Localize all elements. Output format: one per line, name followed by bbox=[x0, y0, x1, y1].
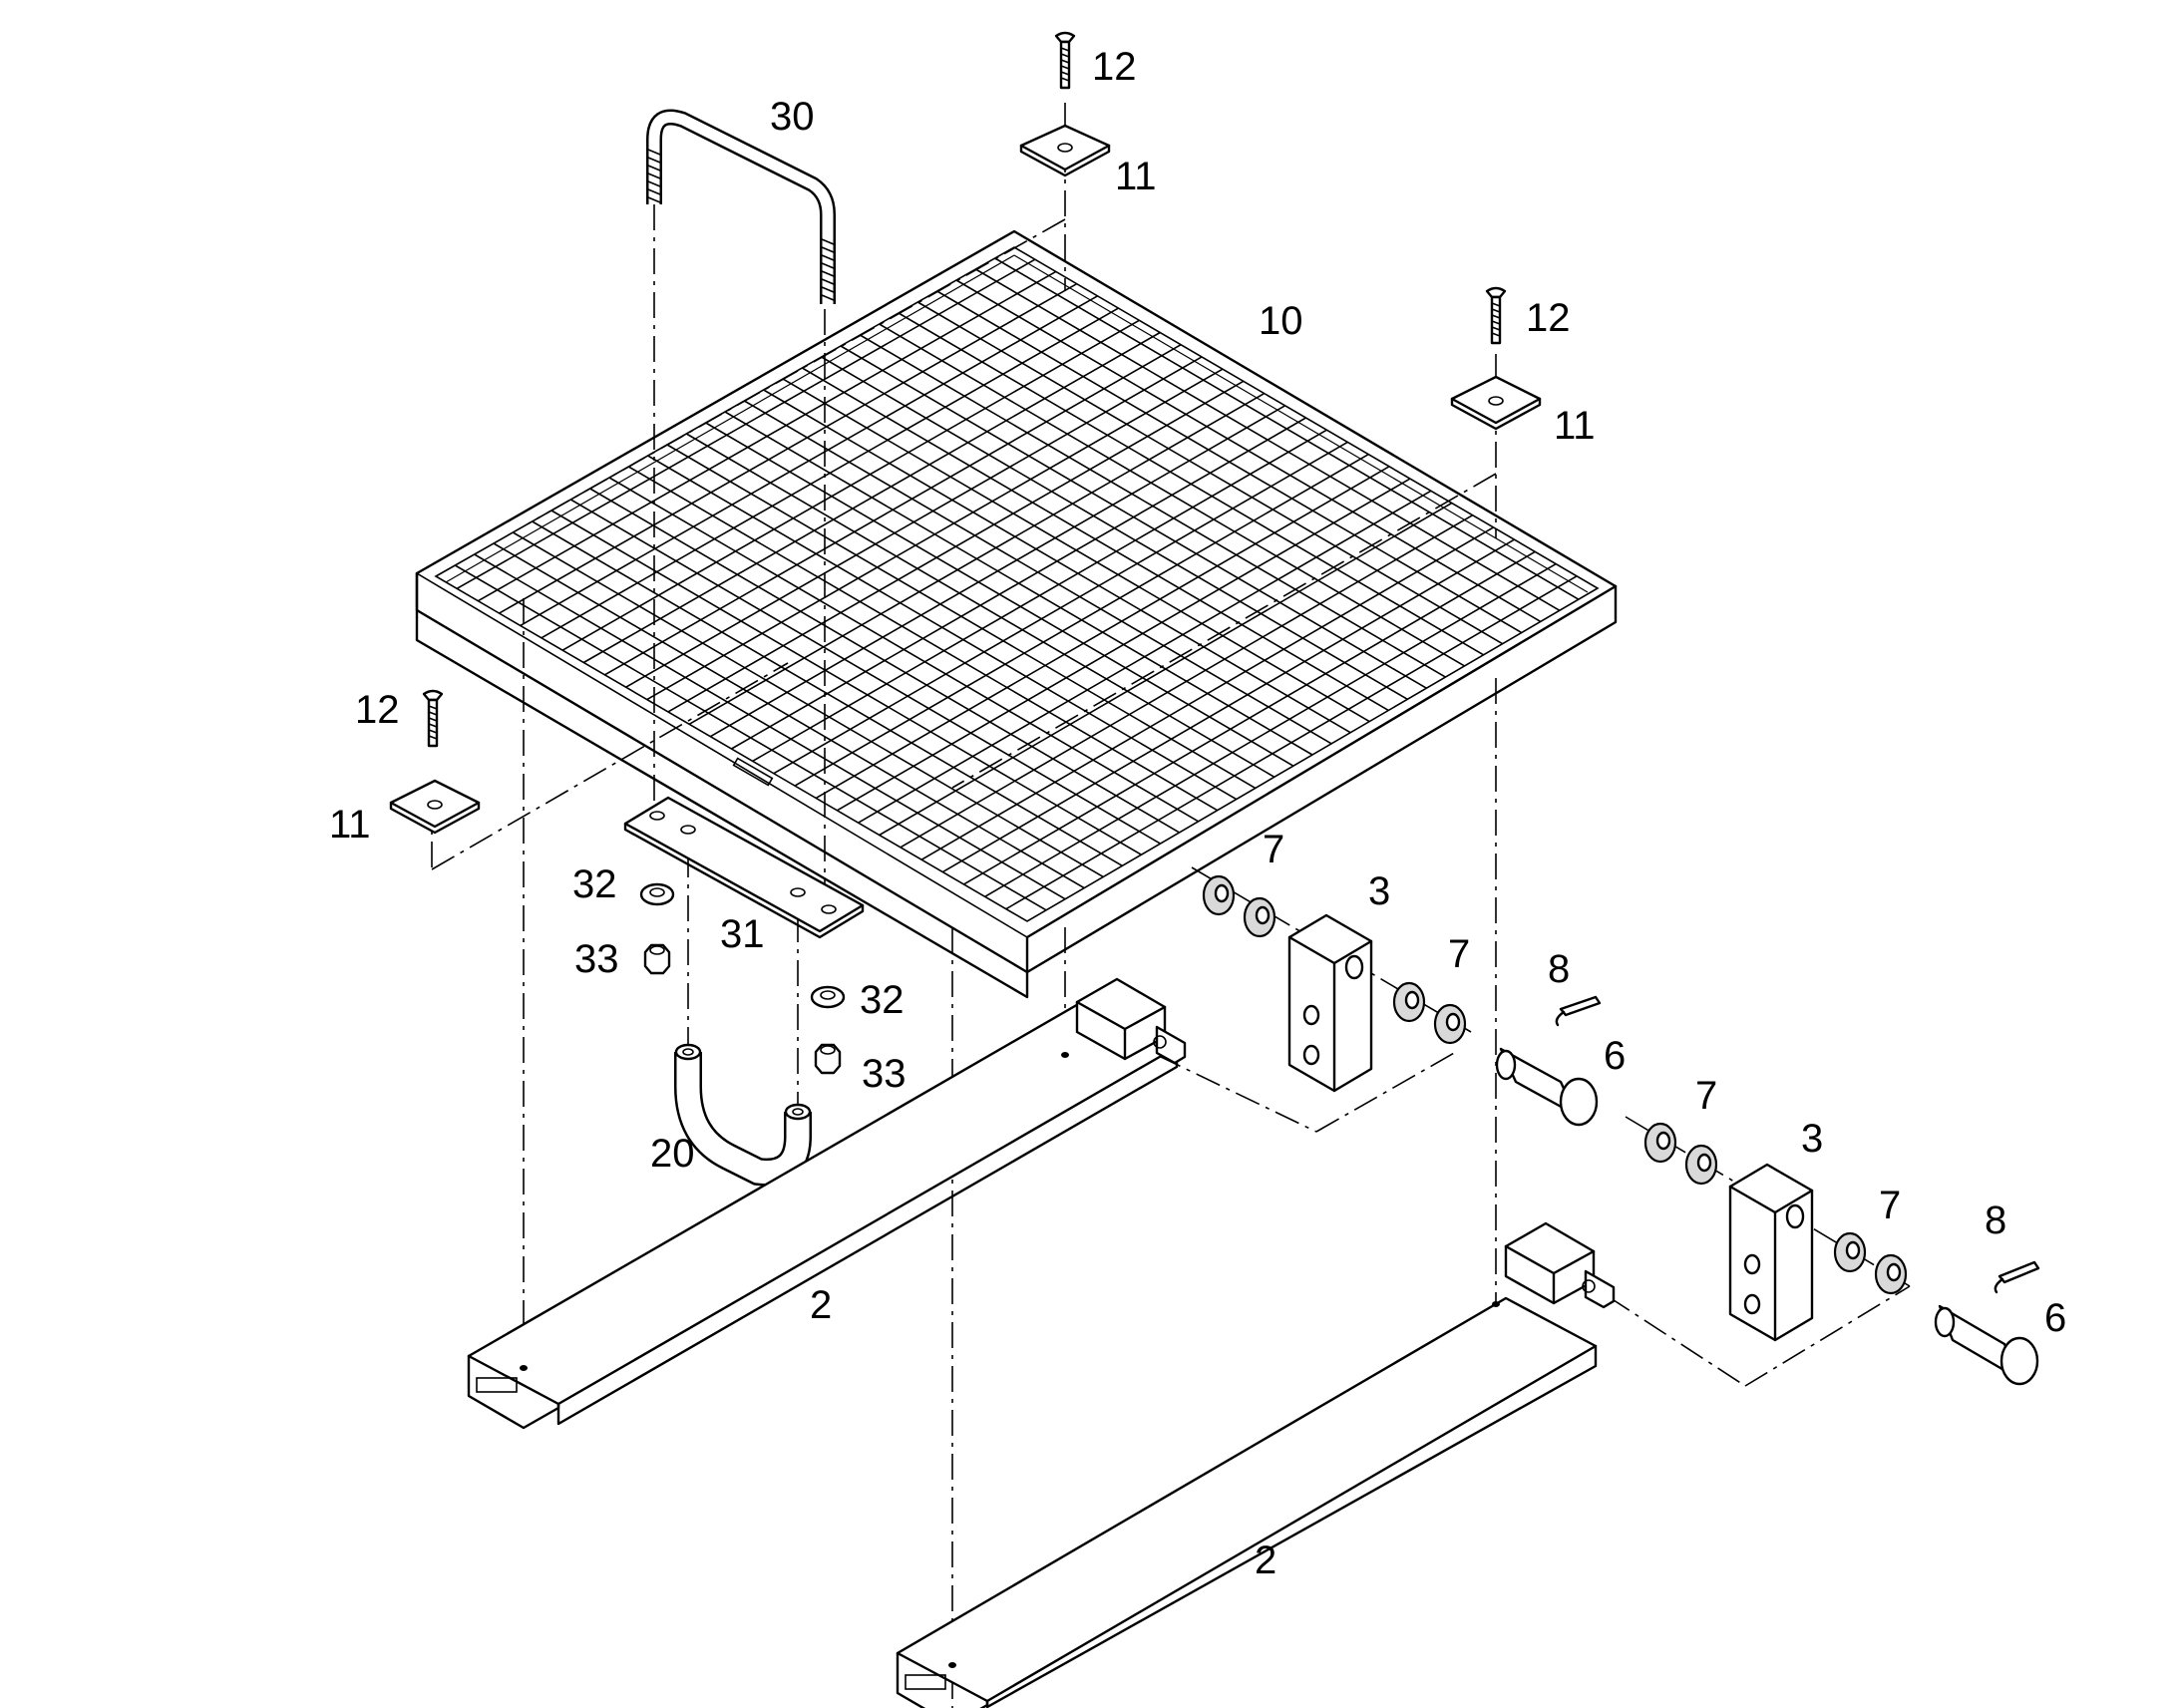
callout-32: 32 bbox=[572, 862, 617, 906]
square-washer bbox=[1019, 124, 1111, 177]
callout-2: 2 bbox=[1255, 1538, 1276, 1582]
spring-washer bbox=[1643, 1122, 1677, 1164]
hinge-assembly bbox=[1202, 874, 1602, 1127]
callout-11: 11 bbox=[1554, 404, 1596, 448]
callout-30: 30 bbox=[770, 95, 815, 139]
support-beam bbox=[896, 1221, 1616, 1708]
callout-11: 11 bbox=[1115, 155, 1157, 198]
callout-12: 12 bbox=[355, 688, 400, 732]
callout-2: 2 bbox=[810, 1283, 832, 1327]
callout-labels: 2 2 3 3 6 6 7 7 7 7 8 8 10 11 11 11 12 1… bbox=[329, 45, 2066, 1582]
cotter-pin bbox=[1994, 1260, 2040, 1294]
screw bbox=[422, 689, 444, 748]
callout-7: 7 bbox=[1263, 828, 1284, 871]
callout-12: 12 bbox=[1092, 45, 1137, 89]
square-washer bbox=[389, 779, 481, 835]
hinge-assembly bbox=[1643, 1122, 2040, 1386]
callout-6: 6 bbox=[2044, 1296, 2066, 1340]
hex-nut bbox=[643, 943, 671, 975]
callout-7: 7 bbox=[1448, 932, 1470, 976]
callout-10: 10 bbox=[1259, 299, 1303, 343]
u-bolt bbox=[646, 109, 836, 304]
callout-8: 8 bbox=[1548, 947, 1570, 991]
spring-washer bbox=[1833, 1231, 1867, 1273]
screw bbox=[1054, 31, 1076, 90]
callout-33: 33 bbox=[862, 1052, 907, 1096]
hinge-block bbox=[1728, 1163, 1814, 1342]
callout-7: 7 bbox=[1879, 1184, 1901, 1227]
hex-nut bbox=[814, 1043, 842, 1075]
spring-washer bbox=[1243, 896, 1276, 938]
square-washer bbox=[1450, 375, 1542, 431]
flat-washer bbox=[810, 985, 846, 1009]
flat-washer bbox=[639, 882, 675, 906]
hinge-block bbox=[1287, 913, 1373, 1093]
callout-8: 8 bbox=[1985, 1198, 2006, 1242]
spring-washer bbox=[1874, 1253, 1908, 1295]
callout-31: 31 bbox=[720, 912, 765, 956]
support-beam bbox=[467, 977, 1187, 1430]
hinge-pin bbox=[1495, 1047, 1599, 1127]
callout-20: 20 bbox=[650, 1132, 695, 1176]
callout-11: 11 bbox=[329, 803, 371, 847]
clamp-plate bbox=[623, 796, 865, 939]
callout-3: 3 bbox=[1368, 869, 1390, 913]
callout-12: 12 bbox=[1526, 296, 1571, 340]
grating-mesh bbox=[445, 254, 1589, 911]
grating-panel bbox=[415, 229, 1618, 999]
hinge-pin bbox=[1934, 1304, 2039, 1386]
spring-washer bbox=[1684, 1144, 1718, 1186]
cotter-pin bbox=[1555, 995, 1602, 1027]
callout-6: 6 bbox=[1604, 1034, 1626, 1078]
screw bbox=[1485, 286, 1507, 345]
spring-washer bbox=[1433, 1003, 1467, 1045]
handle bbox=[674, 1043, 812, 1187]
callout-7: 7 bbox=[1695, 1074, 1717, 1118]
callout-33: 33 bbox=[574, 937, 619, 981]
callout-3: 3 bbox=[1801, 1117, 1823, 1161]
callout-32: 32 bbox=[860, 978, 905, 1022]
spring-washer bbox=[1202, 874, 1236, 916]
spring-washer bbox=[1392, 981, 1426, 1023]
